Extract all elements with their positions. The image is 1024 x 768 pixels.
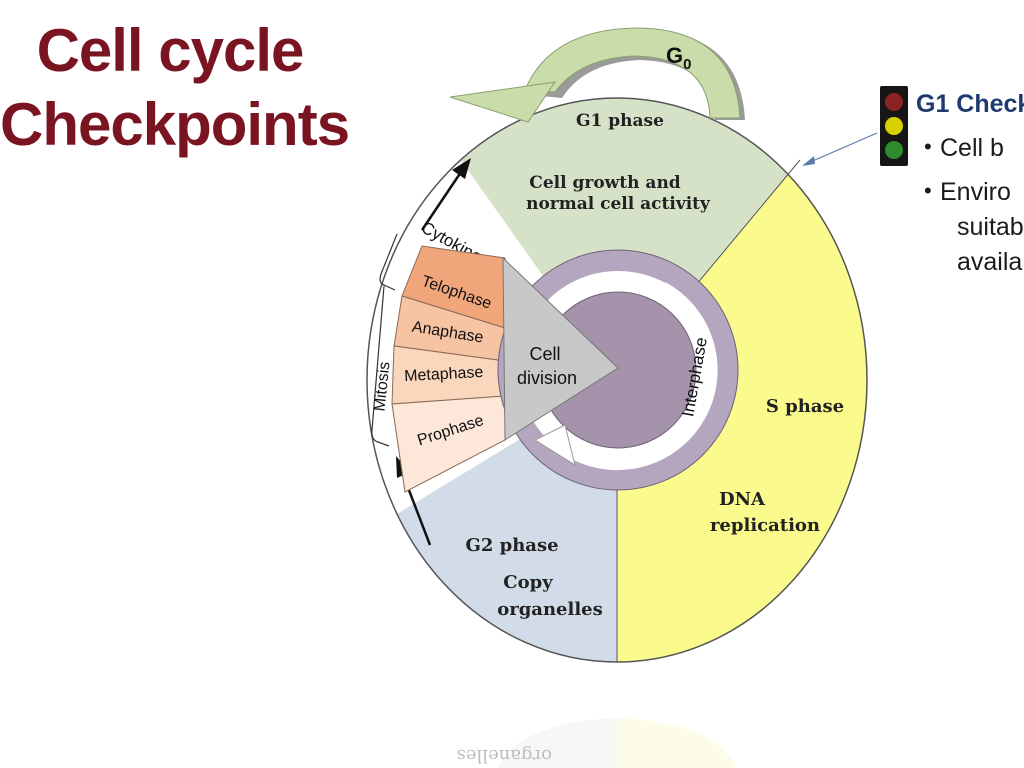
s-desc-line1: DNA	[719, 489, 766, 510]
title-line-1: Cell cycle	[36, 17, 305, 84]
bullet-1-text: Cell b	[940, 134, 1004, 162]
yellow-light	[885, 117, 903, 135]
bullet-2-text: Enviro	[940, 178, 1011, 206]
metaphase-label: Metaphase	[404, 364, 484, 385]
traffic-light-icon	[880, 86, 908, 166]
pointer-arrow-icon	[802, 156, 815, 166]
bullet-2: • Enviro	[924, 178, 1011, 207]
g2-desc-line1: Copy	[503, 572, 553, 593]
green-light	[885, 141, 903, 159]
cell-division-wedge	[502, 256, 619, 441]
g1-up-arrow	[420, 171, 463, 231]
title-line-2: Checkpoints	[0, 91, 350, 158]
g1-desc-line1: Cell growth and	[529, 173, 681, 193]
interphase-arrow	[533, 282, 718, 471]
g1-phase-label: G1 phase	[576, 111, 664, 131]
red-light	[885, 93, 903, 111]
reflection-text: organelles	[457, 745, 552, 766]
checkpoint-title: G1 Check	[916, 90, 1024, 118]
reflection: organelles	[457, 718, 737, 768]
g1-sector	[450, 98, 830, 380]
bullet-2-line-2: suitab	[957, 213, 1024, 241]
bullet-2-line-3: availa	[957, 248, 1023, 276]
g2-phase-label: G2 phase	[465, 535, 558, 556]
s-desc-line2: replication	[710, 515, 820, 536]
bullet-dot: •	[924, 178, 932, 203]
g0-arrow	[449, 27, 745, 123]
checkpoint-pointer	[807, 132, 878, 164]
slide-title: Cell cycle Checkpoints	[0, 14, 350, 162]
g1-desc-line2: normal cell activity	[526, 194, 711, 214]
cell-division-label-2: division	[517, 368, 577, 388]
g2-desc-line2: organelles	[497, 599, 603, 620]
bullet-1: • Cell b	[924, 134, 1004, 163]
cell-division-label-1: Cell	[529, 344, 560, 364]
mitosis-label: Mitosis	[371, 361, 393, 412]
g1-checkpoint-panel: G1 Check • Cell b • Enviro suitab availa	[880, 86, 1024, 306]
s-phase-label: S phase	[766, 396, 844, 417]
bullet-dot: •	[924, 134, 932, 159]
g0-label: G0	[666, 43, 691, 73]
